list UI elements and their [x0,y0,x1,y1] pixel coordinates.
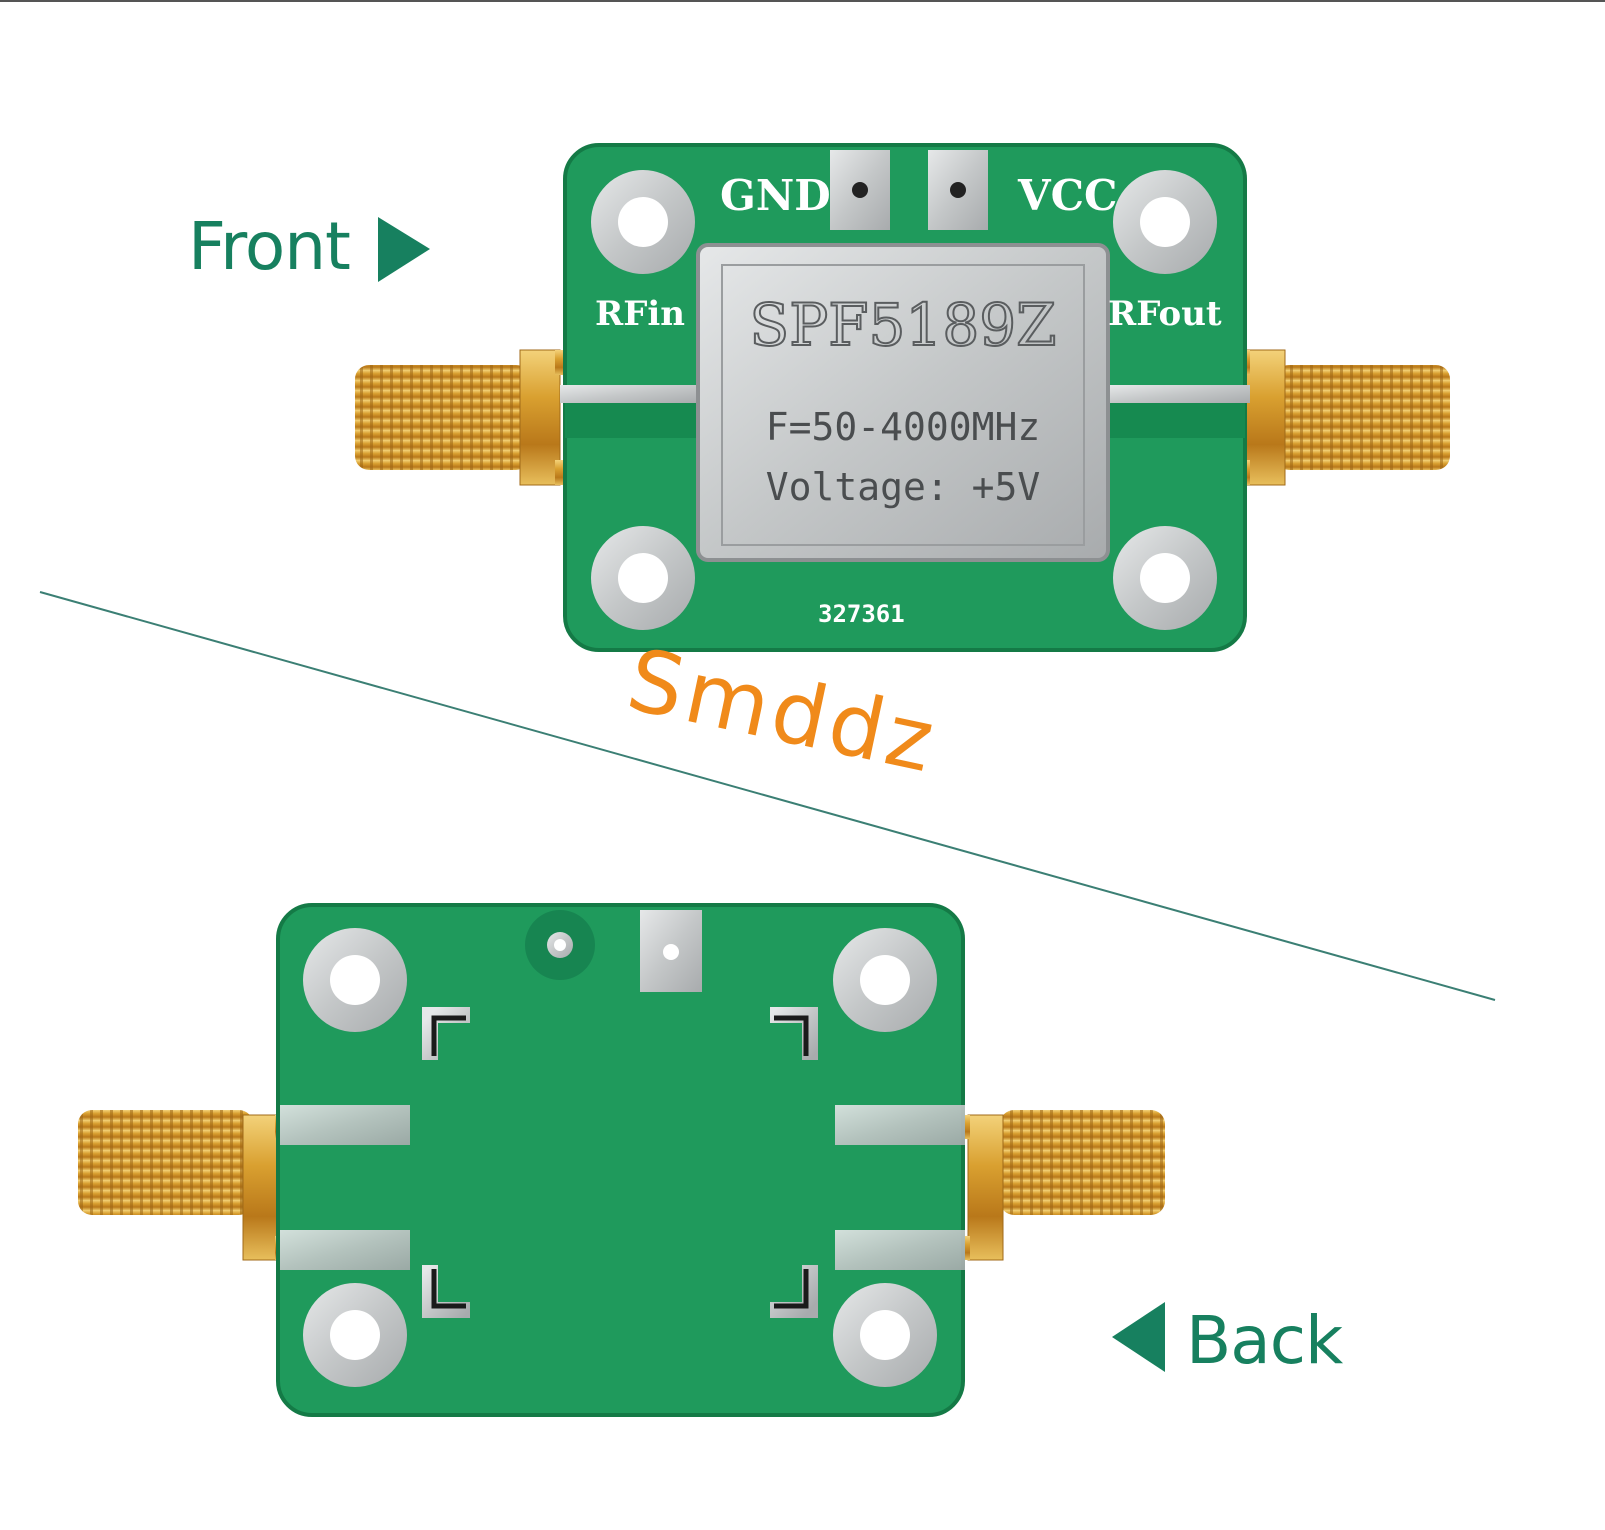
front-mount-hole [1113,170,1217,274]
back-top-pads [525,910,702,992]
front-mount-hole [1113,526,1217,630]
back-arrow-icon [1112,1302,1165,1372]
chip-frequency: F=50-4000MHz [766,405,1041,449]
chip-name: SPF5189Z [750,291,1057,359]
front-label: Front [188,208,351,285]
back-label: Back [1186,1302,1343,1379]
back-board [78,903,1165,1417]
back-corner-slots [431,1015,809,1309]
back-pcb [276,903,965,1417]
gnd-pad [830,150,890,230]
front-arrow-icon [378,217,430,282]
vcc-pad [928,150,988,230]
vcc-label: VCC [1017,171,1117,220]
back-corner-pads [422,1007,818,1318]
chip-voltage: Voltage: +5V [766,465,1041,509]
back-mount-hole [833,928,937,1032]
back-mount-hole [833,1283,937,1387]
back-mount-hole [303,928,407,1032]
front-mount-hole [591,526,695,630]
back-mount-hole [303,1283,407,1387]
rfin-label: RFin [595,294,685,334]
rfout-label: RFout [1108,294,1222,334]
board-serial: 327361 [818,600,905,628]
divider-line [39,591,1496,1001]
shield-can [696,243,1110,562]
gnd-label: GND [720,171,831,220]
front-board [355,143,1450,652]
front-mount-hole [591,170,695,274]
